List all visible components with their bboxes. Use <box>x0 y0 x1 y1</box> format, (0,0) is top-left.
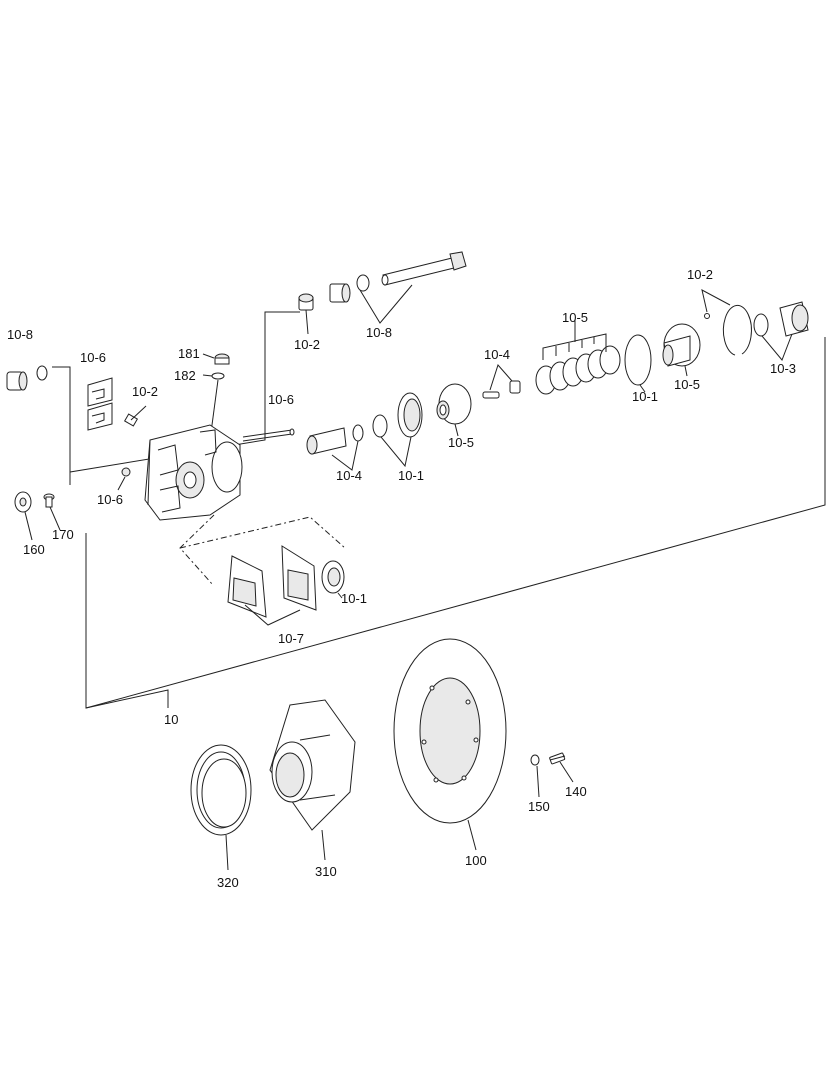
bolt-10-8 <box>381 251 467 286</box>
label-310: 310 <box>315 864 337 879</box>
bushing-10-2-top <box>298 293 314 311</box>
label-10-8-top: 10-8 <box>366 325 392 340</box>
bleeder-screw-10-2 <box>123 405 147 427</box>
label-10-5-mid: 10-5 <box>448 435 474 450</box>
label-181: 181 <box>178 346 200 361</box>
label-10-2-right: 10-2 <box>687 267 713 282</box>
piston-10-4 <box>306 424 364 455</box>
label-10-6-top: 10-6 <box>80 350 106 365</box>
screw-170 <box>43 493 55 508</box>
label-320: 320 <box>217 875 239 890</box>
label-10-1-right: 10-1 <box>632 389 658 404</box>
snap-ring-10-2 <box>704 304 752 356</box>
nut-10-6 <box>121 467 131 477</box>
disc-spring-stack-10-5 <box>535 345 621 395</box>
label-10-8-left: 10-8 <box>7 327 33 342</box>
label-10-5-stack: 10-5 <box>562 310 588 325</box>
label-10-1-mid: 10-1 <box>398 468 424 483</box>
bracket-plate-10-6 <box>87 377 113 431</box>
bearing-10-5-right <box>662 323 701 367</box>
pad-outline <box>179 514 346 586</box>
seal-10-1-low <box>321 560 345 594</box>
hub-310 <box>269 699 356 831</box>
label-10-2-top: 10-2 <box>294 337 320 352</box>
label-160: 160 <box>23 542 45 557</box>
label-170: 170 <box>52 527 74 542</box>
label-182: 182 <box>174 368 196 383</box>
sleeve-10-8 <box>329 274 370 303</box>
bushing-10-8-left <box>6 365 48 391</box>
label-100: 100 <box>465 853 487 868</box>
label-10-6-pin: 10-6 <box>268 392 294 407</box>
washer-150 <box>530 754 540 766</box>
pin-10-4 <box>482 380 521 399</box>
bolt-140 <box>549 752 566 765</box>
label-10: 10 <box>164 712 178 727</box>
stack-leader-lines <box>542 320 607 360</box>
caliper-housing <box>144 424 243 521</box>
label-10-3: 10-3 <box>770 361 796 376</box>
label-10-4-top: 10-4 <box>484 347 510 362</box>
nut-10-3 <box>753 301 809 337</box>
label-10-5-right: 10-5 <box>674 377 700 392</box>
seal-ring-10-1 <box>372 392 423 438</box>
callout-labels: 10-8 10-6 10-2 181 182 10-6 10-6 160 170… <box>7 267 796 890</box>
label-140: 140 <box>565 784 587 799</box>
bearing-10-5-mid <box>436 383 472 425</box>
washer-182 <box>211 372 225 380</box>
label-10-1-low: 10-1 <box>341 591 367 606</box>
guide-pin-10-6 <box>242 428 295 442</box>
brake-disc-100 <box>393 638 507 824</box>
label-10-2-mid: 10-2 <box>132 384 158 399</box>
label-150: 150 <box>528 799 550 814</box>
label-10-4-mid: 10-4 <box>336 468 362 483</box>
o-ring-10-1-right <box>624 334 652 386</box>
plug-181 <box>214 353 230 365</box>
label-10-6-nut: 10-6 <box>97 492 123 507</box>
cap-160 <box>14 491 32 513</box>
brake-pads-10-7 <box>227 545 317 618</box>
label-10-7: 10-7 <box>278 631 304 646</box>
seal-320 <box>190 744 252 836</box>
